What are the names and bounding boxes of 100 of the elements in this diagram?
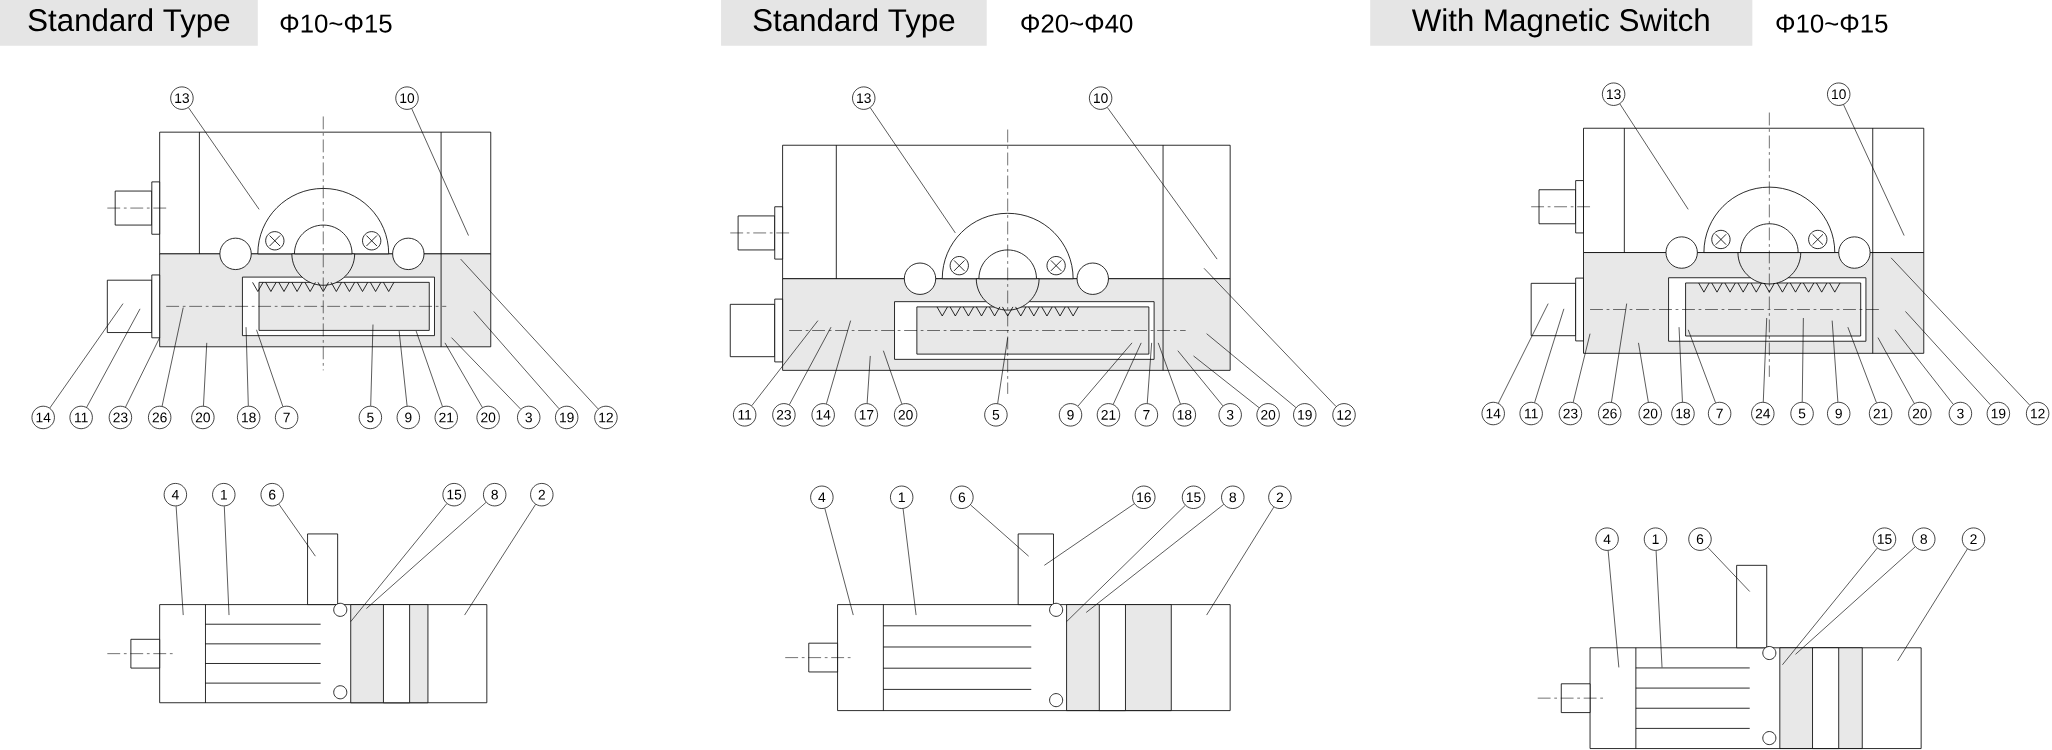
leader-line [1044,503,1135,566]
callout-number: 20 [191,405,215,430]
leader-line [473,311,560,410]
callout-number: 14 [811,403,835,427]
leader-line [49,303,124,409]
callout-number: 15 [1181,485,1206,509]
callout-number: 7 [275,405,299,430]
callout-number: 9 [1058,403,1083,427]
leader-line [411,108,469,236]
leader-line [1847,326,1877,404]
callout-number: 8 [1221,485,1245,509]
callout-number: 3 [517,405,541,430]
callout-number: 11 [69,405,93,430]
leader-line [824,508,854,616]
callout-number: 11 [733,403,757,427]
size-label: Φ10~Φ15 [280,14,392,33]
leader-line [1831,320,1839,403]
leader-line [1206,333,1297,408]
heading-box: Standard Type [0,0,258,46]
callout-number: 5 [358,405,382,430]
callout-number: 19 [555,405,579,430]
leader-line [451,337,521,410]
leader-line [188,107,260,210]
leader-line [1655,550,1663,668]
leader-line [245,326,249,407]
leader-line [1112,342,1142,405]
leader-line [1782,547,1878,666]
leader-line [1894,329,1954,405]
leader-line [1890,257,2030,406]
callout-number: 14 [31,405,55,430]
callout-number: 6 [260,483,284,507]
leader-line [366,502,487,609]
leader-line [464,504,536,616]
leader-line [970,504,1029,557]
callout-number: 1 [212,483,236,507]
callout-number: 12 [1332,403,1356,427]
leader-line [86,308,141,408]
callout-number: 21 [1868,401,1893,426]
leader-line [1619,103,1689,210]
callout-number: 23 [108,405,133,430]
leader-line [1077,342,1133,407]
callout-number: 8 [483,483,507,507]
callout-number: 26 [148,405,172,430]
leader-line [1611,303,1627,403]
callout-number: 10 [1827,82,1851,106]
callout-number: 20 [476,405,500,430]
leader-line [175,506,184,616]
leader-line [1498,303,1549,404]
leader-line [1534,308,1565,403]
leader-line [444,342,483,408]
callout-number: 14 [1481,401,1505,426]
size-label: Φ20~Φ40 [1021,14,1133,33]
callout-number: 26 [1598,401,1622,426]
leader-line [460,258,599,410]
callout-number: 19 [1986,401,2010,426]
leader-line [1146,342,1152,404]
callout-number: 7 [1708,401,1732,426]
leader-line [398,330,408,407]
leader-line [224,506,230,616]
leader-line [1193,355,1260,408]
leader-line [1638,342,1649,403]
leader-line [161,307,184,407]
callout-number: 13 [1602,82,1626,106]
callout-number: 4 [1595,527,1619,551]
callout-number: 10 [395,86,419,110]
leader-line [1607,550,1620,668]
leader-line [1107,107,1218,260]
heading-box: With Magnetic Switch [1370,0,1753,46]
callout-number: 20 [1638,401,1662,426]
leader-line [866,355,871,404]
leader-line [125,337,160,408]
callout-number: 13 [170,86,194,110]
leader-line [751,320,819,407]
leader-line [1206,506,1275,616]
callout-number: 10 [1089,86,1113,110]
leader-line [1177,350,1224,407]
leader-line [1066,505,1186,622]
leader-line [1572,333,1591,403]
callout-number: 6 [1688,527,1712,551]
callout-number: 17 [854,403,878,427]
leader-line [1843,104,1905,236]
callout-number: 2 [1961,527,1986,551]
leader-line [415,330,443,407]
callout-number: 4 [163,483,187,507]
callout-number: 3 [1948,401,1973,426]
heading-box: Standard Type [721,0,987,46]
leader-line [370,324,374,407]
callout-number: 15 [1872,527,1897,551]
leader-line [350,503,448,622]
callout-number: 7 [1134,403,1159,427]
leader-line [1877,337,1915,404]
callout-number: 11 [1519,401,1543,426]
callout-number: 18 [1671,401,1695,426]
leader-line [902,508,917,616]
leader-line [1687,329,1716,404]
callout-number: 8 [1912,527,1936,551]
callout-number: 20 [894,403,918,427]
leader-line [278,503,316,557]
leader-line [1905,311,1991,406]
leader-line [1707,547,1751,592]
